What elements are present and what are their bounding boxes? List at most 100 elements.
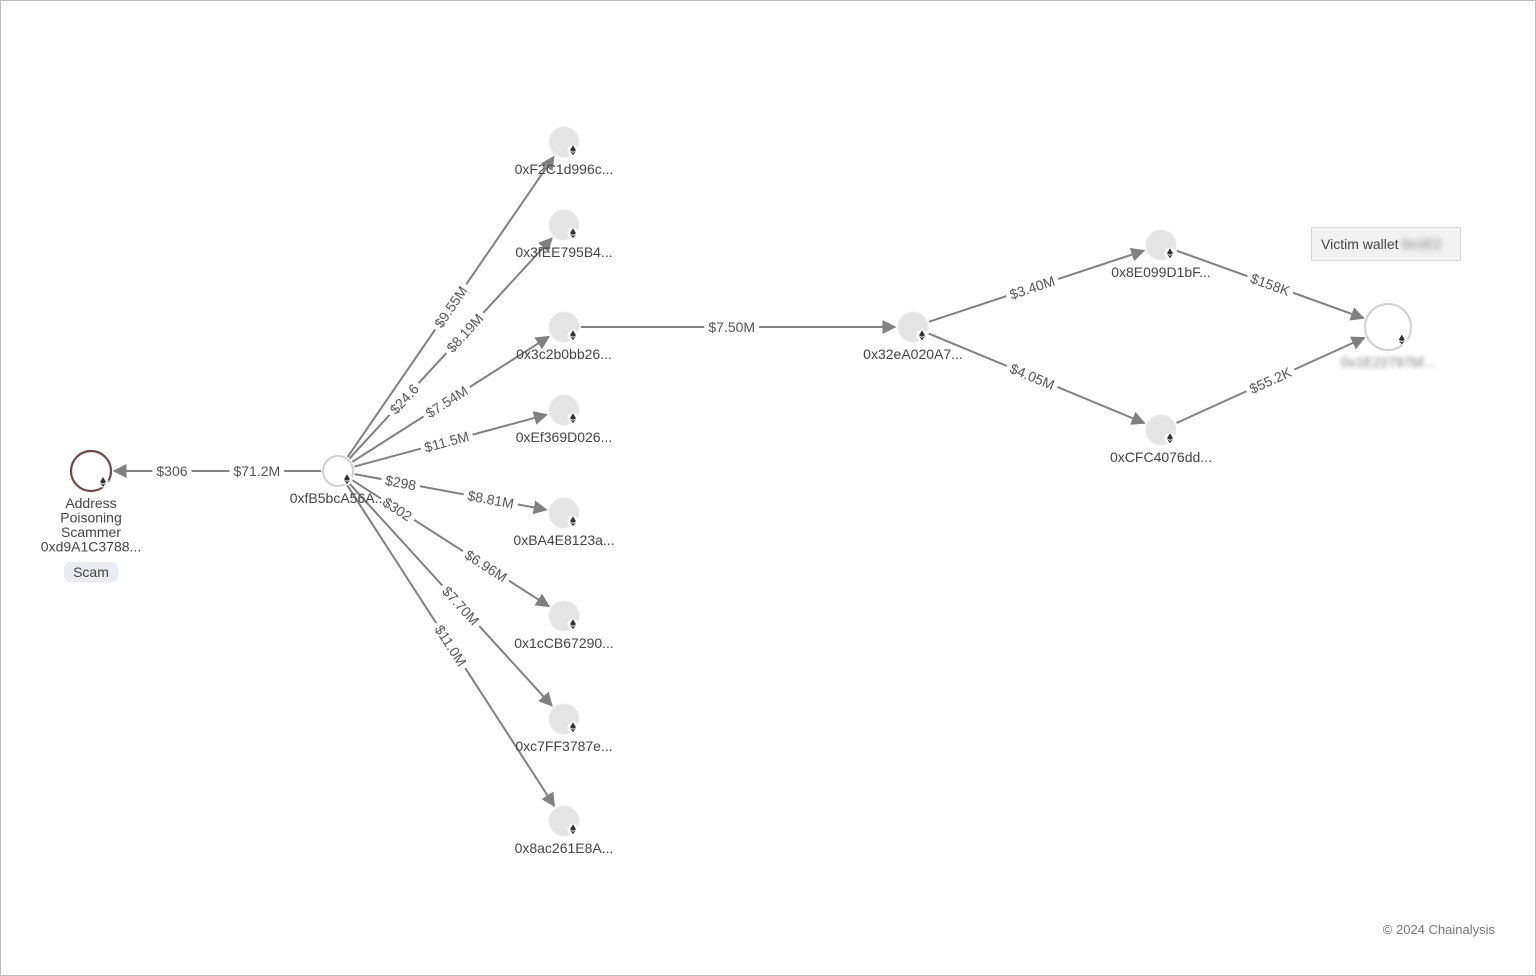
ethereum-icon	[1164, 247, 1176, 259]
edge-label-background	[379, 470, 422, 496]
node-n3[interactable]: 0x3c2b0bb26...	[516, 311, 612, 362]
edge-amount-label: $4.05M	[1003, 357, 1061, 396]
node-hub[interactable]: 0xfB5bcA56A...	[290, 455, 387, 506]
edge-amount-text: $55.2K	[1247, 364, 1295, 397]
wallet-address-label: 0x1cCB67290...	[514, 635, 614, 651]
ethereum-icon-top	[1167, 248, 1173, 255]
edge-amount-text: $11.5M	[423, 428, 471, 455]
ethereum-icon-top	[1398, 334, 1405, 342]
edge-amount-label: $11.0M	[428, 618, 473, 674]
wallet-address-label: 0x8E099D1bF...	[1111, 264, 1211, 280]
node-scammer[interactable]: AddressPoisoningScammer0xd9A1C3788...Sca…	[41, 449, 141, 582]
wallet-address-label: 0xfB5bcA56A...	[290, 490, 387, 506]
node-n7[interactable]: 0xc7FF3787e...	[515, 703, 613, 754]
node-bot[interactable]: 0xCFC4076dd...	[1110, 414, 1212, 465]
wallet-address-label: 0xBA4E8123a...	[513, 532, 614, 548]
wallet-address-label: 0xF2C1d996c...	[515, 161, 614, 177]
edge-amount-label: $7.50M	[704, 318, 760, 336]
ethereum-icon-top	[570, 330, 576, 337]
edge-label-background	[1003, 357, 1061, 396]
wallet-address-label: 0xc7FF3787e...	[515, 738, 612, 754]
edge-hub-to-n1[interactable]: $9.55M	[346, 155, 555, 458]
ethereum-icon-bottom	[1398, 340, 1405, 345]
ethereum-icon-bottom	[570, 419, 576, 424]
edge-amount-label: $24.6	[382, 377, 426, 421]
edge-label-background	[418, 425, 475, 458]
nodes-layer: AddressPoisoningScammer0xd9A1C3788...Sca…	[41, 126, 1435, 856]
node-n1[interactable]: 0xF2C1d996c...	[515, 126, 614, 177]
node-n6[interactable]: 0x1cCB67290...	[514, 600, 614, 651]
edge-label-background	[1242, 361, 1298, 400]
ethereum-icon	[1396, 334, 1408, 346]
scam-badge: Scam	[64, 562, 118, 582]
ethereum-icon	[97, 476, 109, 488]
node-n8[interactable]: 0x8ac261E8A...	[515, 805, 614, 856]
node-n5[interactable]: 0xBA4E8123a...	[513, 497, 615, 548]
wallet-address-label: 0xCFC4076dd...	[1110, 449, 1212, 465]
node-mid[interactable]: 0x32eA020A7...	[863, 311, 963, 362]
ethereum-icon-bottom	[570, 728, 576, 733]
node-top[interactable]: 0x8E099D1bF...	[1111, 229, 1211, 280]
edge-label-background	[439, 306, 490, 360]
wallet-address-label: 0x3c2b0bb26...	[516, 346, 612, 362]
ethereum-icon-top	[570, 413, 576, 420]
ethereum-icon	[341, 473, 353, 485]
edge-label-background	[427, 279, 474, 335]
edge-bot-to-victim[interactable]: $55.2K	[1176, 336, 1366, 424]
ethereum-icon-top	[570, 722, 576, 729]
edge-amount-text: $7.54M	[423, 382, 471, 421]
edge-mid-to-top[interactable]: $3.40M	[928, 247, 1146, 323]
ethereum-icon-top	[570, 824, 576, 831]
edge-amount-label: $8.81M	[462, 485, 520, 514]
node-n2[interactable]: 0x3fEE795B4...	[515, 209, 613, 260]
edge-label-background	[704, 318, 760, 336]
ethereum-icon-top	[570, 145, 576, 152]
node-n4[interactable]: 0xEf369D026...	[516, 394, 613, 445]
edge-hub-to-n4[interactable]: $11.5M	[354, 411, 548, 468]
ethereum-icon-bottom	[570, 625, 576, 630]
ethereum-icon	[567, 823, 579, 835]
edge-label-background	[229, 462, 285, 480]
ethereum-icon	[567, 329, 579, 341]
edge-amount-text: $71.2M	[233, 463, 280, 479]
ethereum-icon-bottom	[344, 480, 350, 485]
edge-label-background	[462, 485, 520, 514]
edge-amount-label: $7.54M	[418, 379, 475, 425]
wallet-address-label: 0xEf369D026...	[516, 429, 613, 445]
edge-label-background	[376, 491, 419, 528]
ethereum-icon	[567, 144, 579, 156]
scam-badge-text: Scam	[73, 564, 109, 580]
edge-amount-label: $11.5M	[418, 425, 475, 458]
edge-n3-to-mid[interactable]: $7.50M	[581, 318, 897, 336]
ethereum-icon-bottom	[570, 522, 576, 527]
edge-amount-label: $306	[152, 462, 192, 480]
copyright-notice: © 2024 Chainalysis	[1382, 922, 1495, 937]
edge-label-background	[458, 543, 514, 589]
ethereum-icon	[1164, 432, 1176, 444]
ethereum-icon	[567, 412, 579, 424]
node-victim[interactable]: 0x1E22797bf...	[1341, 303, 1435, 370]
ethereum-icon	[567, 515, 579, 527]
edge-amount-text: $306	[156, 463, 187, 479]
ethereum-icon	[567, 618, 579, 630]
edge-amount-text: $7.50M	[708, 319, 755, 335]
edge-amount-text: $3.40M	[1008, 273, 1057, 303]
edge-hub-to-scammer[interactable]: $306 $71.2M	[112, 462, 321, 480]
edge-hub-to-n7[interactable]: $7.70M	[348, 482, 553, 707]
ethereum-icon-bottom	[1167, 254, 1173, 259]
edge-label-background	[152, 462, 192, 480]
ethereum-icon-bottom	[100, 482, 106, 487]
ethereum-icon-top	[570, 516, 576, 523]
edge-label-background	[382, 377, 426, 421]
edge-amount-text: $298	[384, 472, 418, 493]
edge-amount-label: $158K	[1244, 267, 1297, 302]
wallet-address-label: 0x1E22797bf...	[1341, 354, 1435, 370]
edge-amount-text: $158K	[1249, 270, 1293, 299]
edge-amount-text: $6.96M	[462, 547, 510, 586]
edge-amount-text: $4.05M	[1008, 360, 1057, 393]
edge-label-background	[1244, 267, 1297, 302]
wallet-address-label: 0x3fEE795B4...	[515, 244, 612, 260]
